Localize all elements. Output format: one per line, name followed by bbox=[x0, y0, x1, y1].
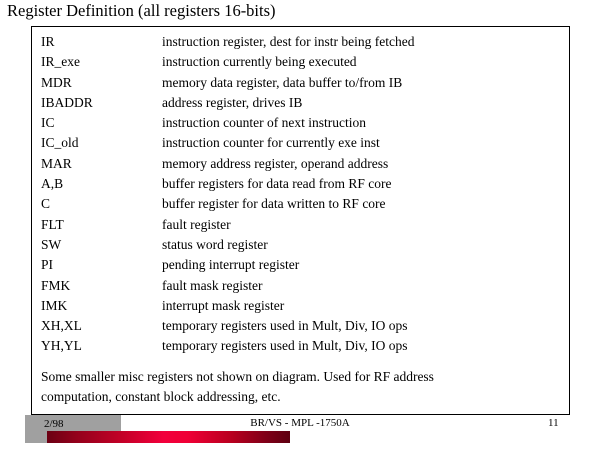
register-definition-box: IR instruction register, dest for instr b… bbox=[31, 26, 570, 415]
register-note: Some smaller misc registers not shown on… bbox=[41, 367, 561, 408]
register-description: instruction register, dest for instr bei… bbox=[162, 34, 415, 49]
register-description: memory address register, operand address bbox=[162, 155, 389, 171]
register-name: A,B bbox=[41, 176, 64, 192]
register-row: MAR memory address register, operand addr… bbox=[41, 154, 561, 174]
register-description: temporary registers used in Mult, Div, I… bbox=[162, 338, 408, 354]
register-name: IC bbox=[41, 115, 55, 131]
register-row: PI pending interrupt register bbox=[41, 255, 561, 275]
register-row: IC instruction counter of next instructio… bbox=[41, 113, 561, 133]
register-table: IR instruction register, dest for instr b… bbox=[41, 32, 561, 357]
register-description: temporary registers used in Mult, Div, I… bbox=[162, 318, 408, 334]
register-row: XH,XL temporary registers used in Mult, D… bbox=[41, 316, 561, 336]
footer-date-label: 2/98 bbox=[44, 418, 64, 430]
register-description: fault register bbox=[162, 216, 231, 232]
footer-center-label: BR/VS - MPL -1750A bbox=[250, 417, 350, 429]
page-title: Register Definition (all registers 16-bi… bbox=[7, 1, 276, 20]
register-name: C bbox=[41, 196, 51, 212]
register-row: IBADDR address register, drives IB bbox=[41, 93, 561, 113]
register-row: FMK fault mask register bbox=[41, 276, 561, 296]
register-description: buffer registers for data read from RF c… bbox=[162, 176, 392, 192]
register-description: status word register bbox=[162, 236, 268, 252]
register-name: YH,YL bbox=[41, 338, 82, 354]
register-row: YH,YL temporary registers used in Mult, D… bbox=[41, 336, 561, 356]
register-name: IBADDR bbox=[41, 94, 93, 110]
register-name: IR bbox=[41, 34, 55, 49]
register-description: instruction currently being executed bbox=[162, 54, 357, 70]
register-description: pending interrupt register bbox=[162, 257, 300, 273]
register-row: MDR memory data register, data buffer to/… bbox=[41, 73, 561, 93]
register-name: FMK bbox=[41, 277, 71, 293]
register-description: instruction counter of next instruction bbox=[162, 115, 366, 131]
register-name: IC_old bbox=[41, 135, 79, 151]
register-row: SW status word register bbox=[41, 235, 561, 255]
footer-gradient-bar bbox=[47, 431, 290, 443]
register-description: address register, drives IB bbox=[162, 94, 303, 110]
register-name: XH,XL bbox=[41, 318, 82, 334]
register-note-line-2: computation, constant block addressing, … bbox=[41, 389, 281, 405]
register-row: A,B buffer registers for data read from R… bbox=[41, 174, 561, 194]
register-description: fault mask register bbox=[162, 277, 263, 293]
register-row: FLT fault register bbox=[41, 215, 561, 235]
register-description: instruction counter for currently exe in… bbox=[162, 135, 380, 151]
register-name: SW bbox=[41, 236, 62, 252]
register-name: IMK bbox=[41, 297, 68, 313]
register-description: memory data register, data buffer to/fro… bbox=[162, 74, 403, 90]
register-row: IMK interrupt mask register bbox=[41, 296, 561, 316]
register-description: buffer register for data written to RF c… bbox=[162, 196, 386, 212]
register-name: PI bbox=[41, 257, 54, 273]
register-name: MDR bbox=[41, 74, 72, 90]
register-description: interrupt mask register bbox=[162, 297, 285, 313]
register-row: IR_exe instruction currently being execut… bbox=[41, 52, 561, 72]
register-row: IC_old instruction counter for currently … bbox=[41, 133, 561, 153]
footer-page-number: 11 bbox=[548, 417, 559, 429]
register-name: FLT bbox=[41, 216, 64, 232]
register-name: MAR bbox=[41, 155, 72, 171]
register-name: IR_exe bbox=[41, 54, 80, 70]
register-note-line-1: Some smaller misc registers not shown on… bbox=[41, 369, 434, 384]
register-row: IR instruction register, dest for instr b… bbox=[41, 32, 561, 52]
